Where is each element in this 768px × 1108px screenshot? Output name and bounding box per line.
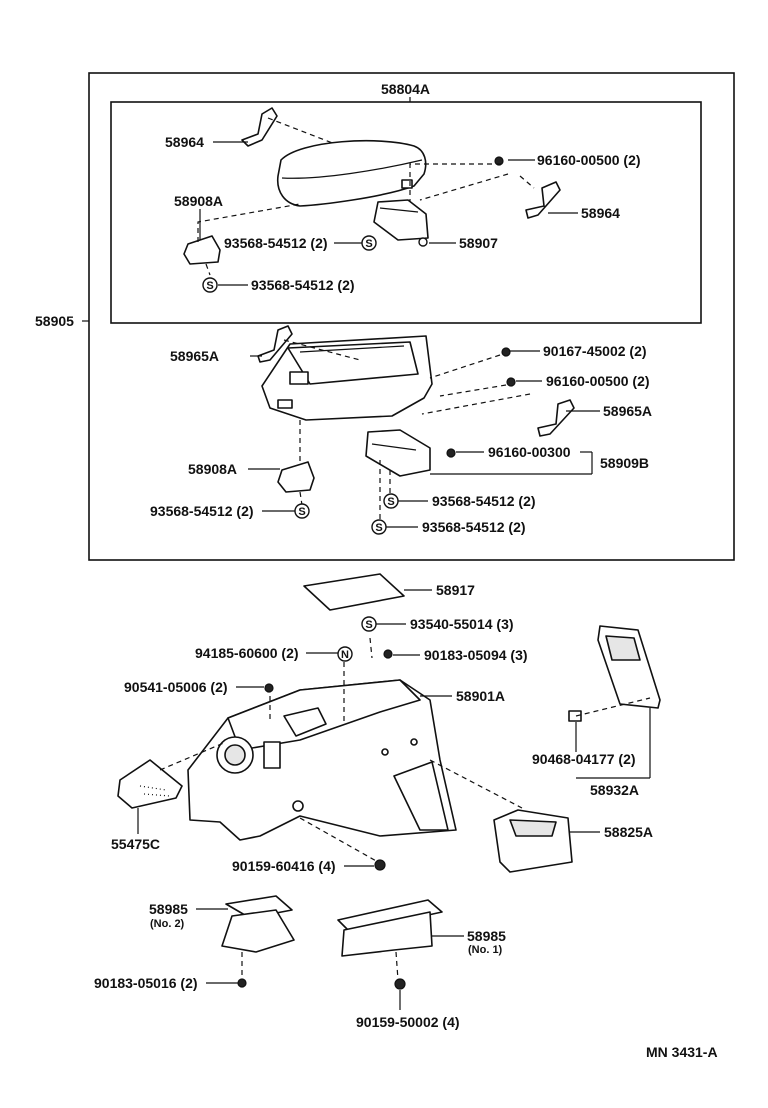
cover-55475C — [117, 759, 183, 809]
label-58964-b: 58964 — [581, 205, 620, 221]
screw-90159-50002 — [394, 978, 406, 990]
label-58908A-a: 58908A — [174, 193, 223, 209]
label-58905: 58905 — [35, 313, 74, 329]
bracket-58985-no1 — [337, 899, 443, 957]
label-96160-00300: 96160-00300 — [488, 444, 571, 460]
svg-text:S: S — [387, 496, 394, 508]
nut-90183-05016 — [237, 978, 247, 988]
bracket-58985-no2 — [221, 895, 295, 953]
screw-90541 — [264, 683, 274, 693]
bracket-58908A-lower — [277, 461, 315, 493]
outer-assembly-frame — [88, 72, 735, 561]
s-symbol-1: S — [361, 235, 377, 251]
label-90159-60416: 90159-60416 (4) — [232, 858, 336, 874]
screw-90159-60416 — [374, 859, 386, 871]
label-90468-04177: 90468-04177 (2) — [532, 751, 636, 767]
label-58917: 58917 — [436, 582, 475, 598]
screw-90183-05094 — [383, 649, 393, 659]
label-94185-60600: 94185-60600 (2) — [195, 645, 299, 661]
pad-58917 — [303, 573, 405, 611]
screw-58907 — [418, 237, 428, 247]
s-symbol-3: S — [294, 503, 310, 519]
s-symbol-4: S — [383, 493, 399, 509]
hinge-58964-left — [241, 107, 278, 147]
label-93568-54512-b: 93568-54512 (2) — [251, 277, 355, 293]
s-symbol-2: S — [202, 277, 218, 293]
label-58985-no2: 58985 — [149, 901, 188, 917]
label-96160-00500-a: 96160-00500 (2) — [537, 152, 641, 168]
svg-text:S: S — [206, 280, 213, 292]
nut-96160-c — [446, 448, 456, 458]
svg-text:S: S — [365, 619, 372, 631]
armrest-lid-part — [276, 139, 427, 207]
label-90183-05094: 90183-05094 (3) — [424, 647, 528, 663]
svg-text:S: S — [365, 238, 372, 250]
label-58985-no2-sub: (No. 2) — [150, 918, 185, 930]
label-58908A-b: 58908A — [188, 461, 237, 477]
s-symbol-5: S — [371, 519, 387, 535]
label-58907: 58907 — [459, 235, 498, 251]
screw-90167 — [501, 347, 511, 357]
nut-96160-b — [506, 377, 516, 387]
label-58965A-b: 58965A — [603, 403, 652, 419]
inner-armrest-frame — [110, 101, 702, 324]
label-90159-50002: 90159-50002 (4) — [356, 1014, 460, 1030]
svg-text:N: N — [341, 649, 349, 661]
console-box-58905 — [261, 335, 433, 421]
svg-text:S: S — [375, 522, 382, 534]
label-58901A: 58901A — [456, 688, 505, 704]
label-93568-54512-d: 93568-54512 (2) — [150, 503, 254, 519]
label-93568-54512-a: 93568-54512 (2) — [224, 235, 328, 251]
clip-90468 — [568, 710, 582, 722]
label-90541-05006: 90541-05006 (2) — [124, 679, 228, 695]
label-58804A: 58804A — [381, 81, 430, 97]
label-58965A-a: 58965A — [170, 348, 219, 364]
svg-text:S: S — [298, 506, 305, 518]
label-58909B: 58909B — [600, 455, 649, 471]
label-58985-no1: 58985 — [467, 928, 506, 944]
label-96160-00500-b: 96160-00500 (2) — [546, 373, 650, 389]
hinge-58965A-left — [257, 325, 293, 363]
pocket-58825A — [493, 809, 573, 873]
hinge-58965A-right — [537, 399, 575, 437]
label-93568-54512-c: 93568-54512 (2) — [432, 493, 536, 509]
s-symbol-6: S — [361, 616, 377, 632]
label-93540-55014: 93540-55014 (3) — [410, 616, 514, 632]
panel-58932A — [597, 625, 661, 709]
label-58825A: 58825A — [604, 824, 653, 840]
label-90183-05016: 90183-05016 (2) — [94, 975, 198, 991]
label-93568-54512-e: 93568-54512 (2) — [422, 519, 526, 535]
label-58964-a: 58964 — [165, 134, 204, 150]
n-symbol: N — [337, 646, 353, 662]
lock-58907 — [373, 199, 429, 241]
label-90167-45002: 90167-45002 (2) — [543, 343, 647, 359]
nut-96160-a — [494, 156, 504, 166]
bracket-58909B — [365, 429, 431, 477]
label-58985-no1-sub: (No. 1) — [468, 944, 503, 956]
console-body-58901A — [187, 679, 457, 841]
label-58932A: 58932A — [590, 782, 639, 798]
hinge-58964-right — [525, 181, 561, 219]
bracket-58908A-upper — [183, 235, 221, 265]
label-55475C: 55475C — [111, 836, 160, 852]
reference-code: MN 3431-A — [646, 1044, 718, 1060]
